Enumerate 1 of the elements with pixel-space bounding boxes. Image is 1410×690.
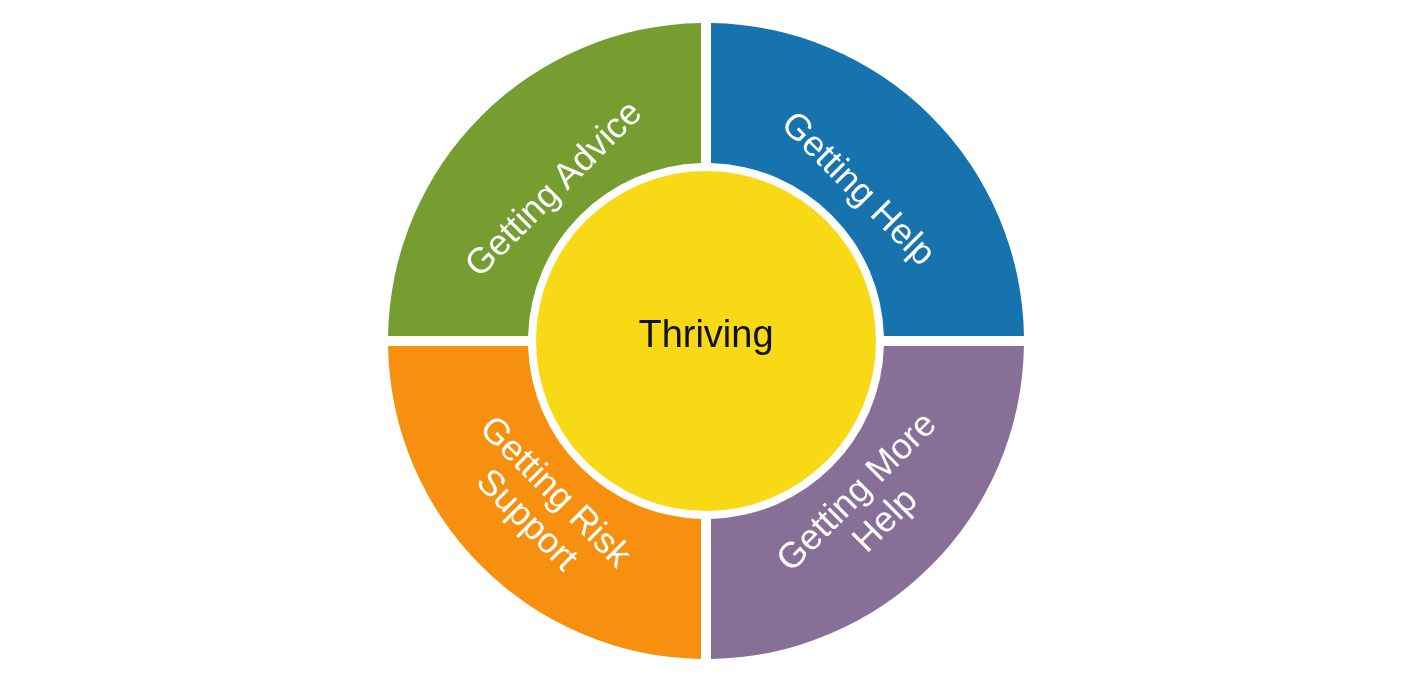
center-label: Thriving	[638, 312, 774, 356]
